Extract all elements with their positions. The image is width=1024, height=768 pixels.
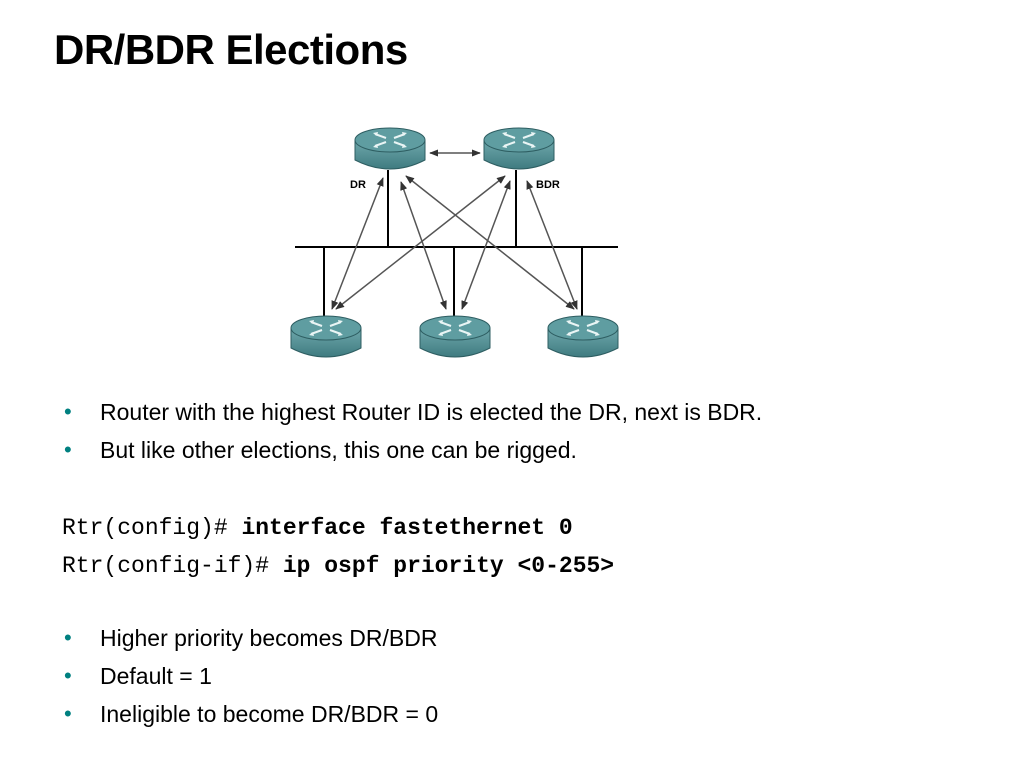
cli-command: interface fastethernet 0 — [241, 515, 573, 541]
dr-label: DR — [350, 179, 366, 191]
bullet-icon: • — [64, 399, 72, 424]
router-dr-icon — [354, 127, 426, 170]
router-drops — [323, 170, 583, 318]
adjacency-arrows — [331, 149, 578, 310]
router-other-3-icon — [547, 315, 619, 358]
bullet-item: •But like other elections, this one can … — [64, 437, 577, 463]
cli-prompt: Rtr(config-if)# — [62, 553, 283, 579]
router-bdr-icon — [483, 127, 555, 170]
bullet-icon: • — [64, 437, 72, 462]
bullet-icon: • — [64, 625, 72, 650]
cli-command: ip ospf priority <0-255> — [282, 553, 615, 579]
bullet-item: •Default = 1 — [64, 663, 212, 689]
bdr-label: BDR — [536, 179, 560, 191]
bullet-item: •Ineligible to become DR/BDR = 0 — [64, 701, 439, 727]
cli-line: Rtr(config)# interface fastethernet 0 — [62, 509, 614, 547]
router-other-2-icon — [419, 315, 491, 358]
router-other-1-icon — [290, 315, 362, 358]
cli-prompt: Rtr(config)# — [62, 515, 242, 541]
bullet-item: •Router with the highest Router ID is el… — [64, 399, 763, 425]
slide-title: DR/BDR Elections — [54, 26, 408, 73]
bullet-icon: • — [64, 663, 72, 688]
bullet-list-top: •Router with the highest Router ID is el… — [62, 397, 762, 473]
cli-commands: Rtr(config)# interface fastethernet 0 Rt… — [62, 509, 614, 585]
cli-line: Rtr(config-if)# ip ospf priority <0-255> — [62, 547, 614, 585]
bullet-item: •Higher priority becomes DR/BDR — [64, 625, 438, 651]
ospf-network-diagram: DR BDR — [290, 127, 619, 358]
bullet-list-bottom: •Higher priority becomes DR/BDR •Default… — [62, 623, 438, 737]
bullet-icon: • — [64, 701, 72, 726]
